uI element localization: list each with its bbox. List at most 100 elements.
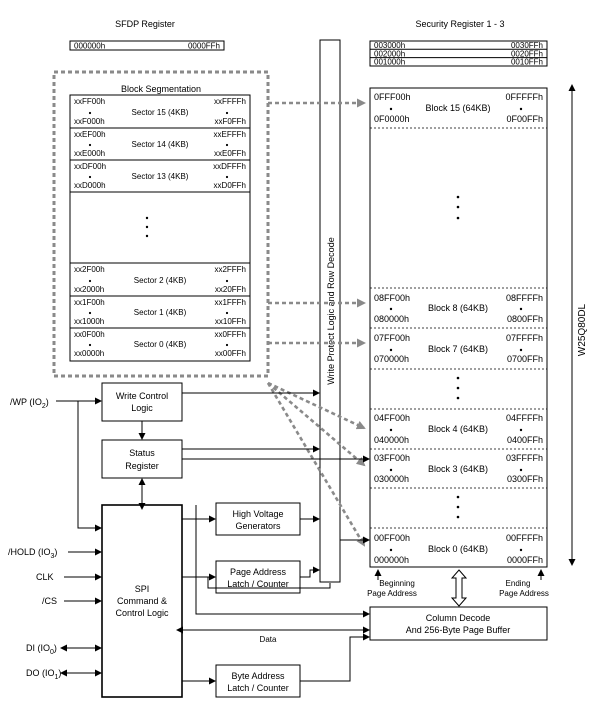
sector-start-low: xx0000h [74, 349, 104, 358]
ending-page-label: Ending [506, 579, 531, 588]
block-start-low: 080000h [374, 314, 409, 324]
sfdp-register: SFDP Register 000000h 0000FFh [69, 19, 225, 51]
sector-row: xx0F00h xx0FFFh Sector 0 (4KB) xx0000h x… [74, 330, 246, 358]
block-end-high: 07FFFFh [506, 333, 543, 343]
sector-end-low: xxF0FFh [214, 117, 246, 126]
sector-start-high: xxDF00h [74, 162, 106, 171]
sector-end-high: xxEFFFh [214, 130, 246, 139]
block-end-high: 08FFFFh [506, 293, 543, 303]
sector-start-high: xxFF00h [74, 97, 105, 106]
sector-row: xxDF00h xxDFFFh Sector 13 (4KB) xxD000h … [74, 162, 246, 190]
block-end-high: 0FFFFFh [506, 92, 544, 102]
block-row: 08FF00h 08FFFFh Block 8 (64KB) 080000h 0… [374, 293, 543, 324]
sector-label: Sector 14 (4KB) [132, 140, 189, 149]
sfdp-row [69, 40, 225, 51]
high-voltage-line: High Voltage [232, 509, 283, 519]
write-control-line: Write Control [116, 391, 168, 401]
block-end-high: 00FFFFh [506, 533, 543, 543]
block-end-low: 0800FFh [507, 314, 543, 324]
sector-ellipsis [145, 216, 149, 238]
beginning-page-label: Beginning [379, 579, 415, 588]
block-start-high: 0FFF00h [374, 92, 411, 102]
block-start-low: 0F0000h [374, 114, 410, 124]
sector-start-high: xx0F00h [74, 330, 105, 339]
write-protect-bar [319, 39, 341, 583]
spi-line: Command & [117, 596, 167, 606]
security-registers: Security Register 1 - 3 003000h 0030FFh … [369, 19, 548, 67]
mapping-arrows [266, 98, 366, 547]
block-end-low: 0400FFh [507, 435, 543, 445]
block-ellipsis [456, 376, 460, 400]
sector-end-low: xxE0FFh [214, 149, 246, 158]
status-register-line: Status [129, 448, 155, 458]
high-voltage-line: Generators [235, 521, 281, 531]
security-row-start: 002000h [374, 49, 405, 58]
block-row: 0FFF00h 0FFFFFh Block 15 (64KB) 0F0000h … [374, 92, 543, 124]
cs-pin-label: /CS [42, 596, 57, 606]
write-control-line: Logic [131, 403, 153, 413]
wp-pin-label: /WP (IO2) [10, 397, 49, 410]
spi-line: SPI [135, 584, 150, 594]
status-register: Status Register [101, 439, 183, 479]
sector-start-low: xx2000h [74, 285, 104, 294]
write-protect-label: Write Protect Logic and Row Decode [326, 237, 336, 384]
block-start-high: 00FF00h [374, 533, 410, 543]
block-end-low: 0F00FFh [506, 114, 543, 124]
memory-array-frame [369, 87, 548, 568]
block-start-low: 000000h [374, 555, 409, 565]
security-title: Security Register 1 - 3 [415, 19, 504, 29]
sector-end-high: xx1FFFh [214, 298, 246, 307]
sector-start-low: xxD000h [74, 181, 106, 190]
sector-start-high: xxEF00h [74, 130, 106, 139]
block-label: Block 0 (64KB) [428, 544, 488, 554]
segmentation-frame [69, 94, 251, 362]
sector-end-high: xxDFFFh [213, 162, 246, 171]
block-end-low: 0000FFh [507, 555, 543, 565]
block-start-low: 040000h [374, 435, 409, 445]
block-row: 07FF00h 07FFFFh Block 7 (64KB) 070000h 0… [374, 333, 543, 364]
ending-page-label: Page Address [499, 589, 549, 598]
external-pins: /WP (IO2) /HOLD (IO3) CLK /CS DI (IO0) D… [8, 397, 102, 681]
block-end-high: 04FFFFh [506, 413, 543, 423]
block-start-high: 04FF00h [374, 413, 410, 423]
sector-end-high: xx2FFFh [214, 265, 246, 274]
segmentation-outline [52, 70, 270, 378]
byte-address-line: Byte Address [231, 671, 285, 681]
block-row: 00FF00h 00FFFFh Block 0 (64KB) 000000h 0… [374, 533, 543, 565]
security-row-end: 0030FFh [511, 41, 543, 50]
security-frame [369, 40, 548, 67]
chip-name: W25Q80DL [577, 303, 588, 356]
status-register-line: Register [125, 461, 159, 471]
security-row-start: 003000h [374, 41, 405, 50]
sector-end-high: xx0FFFh [214, 330, 246, 339]
sector-label: Sector 13 (4KB) [132, 172, 189, 181]
spi-line: Control Logic [115, 608, 169, 618]
column-decode-line: Column Decode [426, 613, 491, 623]
di-pin-label: DI (IO0) [26, 643, 57, 656]
memory-array: 0FFF00h 0FFFFFh Block 15 (64KB) 0F0000h … [369, 87, 548, 568]
data-label: Data [260, 635, 277, 644]
block-label: Block 7 (64KB) [428, 344, 488, 354]
block-label: Block 8 (64KB) [428, 303, 488, 313]
sector-start-low: xxE000h [74, 149, 105, 158]
sector-label: Sector 0 (4KB) [134, 340, 187, 349]
block-end-low: 0300FFh [507, 474, 543, 484]
high-voltage-generators: High Voltage Generators [215, 502, 301, 536]
byte-address-latch: Byte Address Latch / Counter [215, 664, 301, 698]
sector-end-high: xxFFFFh [214, 97, 246, 106]
block-start-low: 030000h [374, 474, 409, 484]
security-row-start: 001000h [374, 58, 405, 67]
sector-label: Sector 15 (4KB) [132, 108, 189, 117]
block-segmentation: Block Segmentation xxFF00h xxFFFFh Secto… [52, 70, 270, 378]
block-start-high: 03FF00h [374, 453, 410, 463]
sector-start-high: xx2F00h [74, 265, 105, 274]
sector-start-high: xx1F00h [74, 298, 105, 307]
page-address-line: Page Address [230, 567, 287, 577]
sector-row: xx2F00h xx2FFFh Sector 2 (4KB) xx2000h x… [74, 265, 246, 294]
byte-address-line: Latch / Counter [227, 683, 289, 693]
sector-end-low: xx20FFh [215, 285, 246, 294]
block-end-low: 0700FFh [507, 354, 543, 364]
sfdp-title: SFDP Register [115, 19, 175, 29]
block-start-high: 08FF00h [374, 293, 410, 303]
